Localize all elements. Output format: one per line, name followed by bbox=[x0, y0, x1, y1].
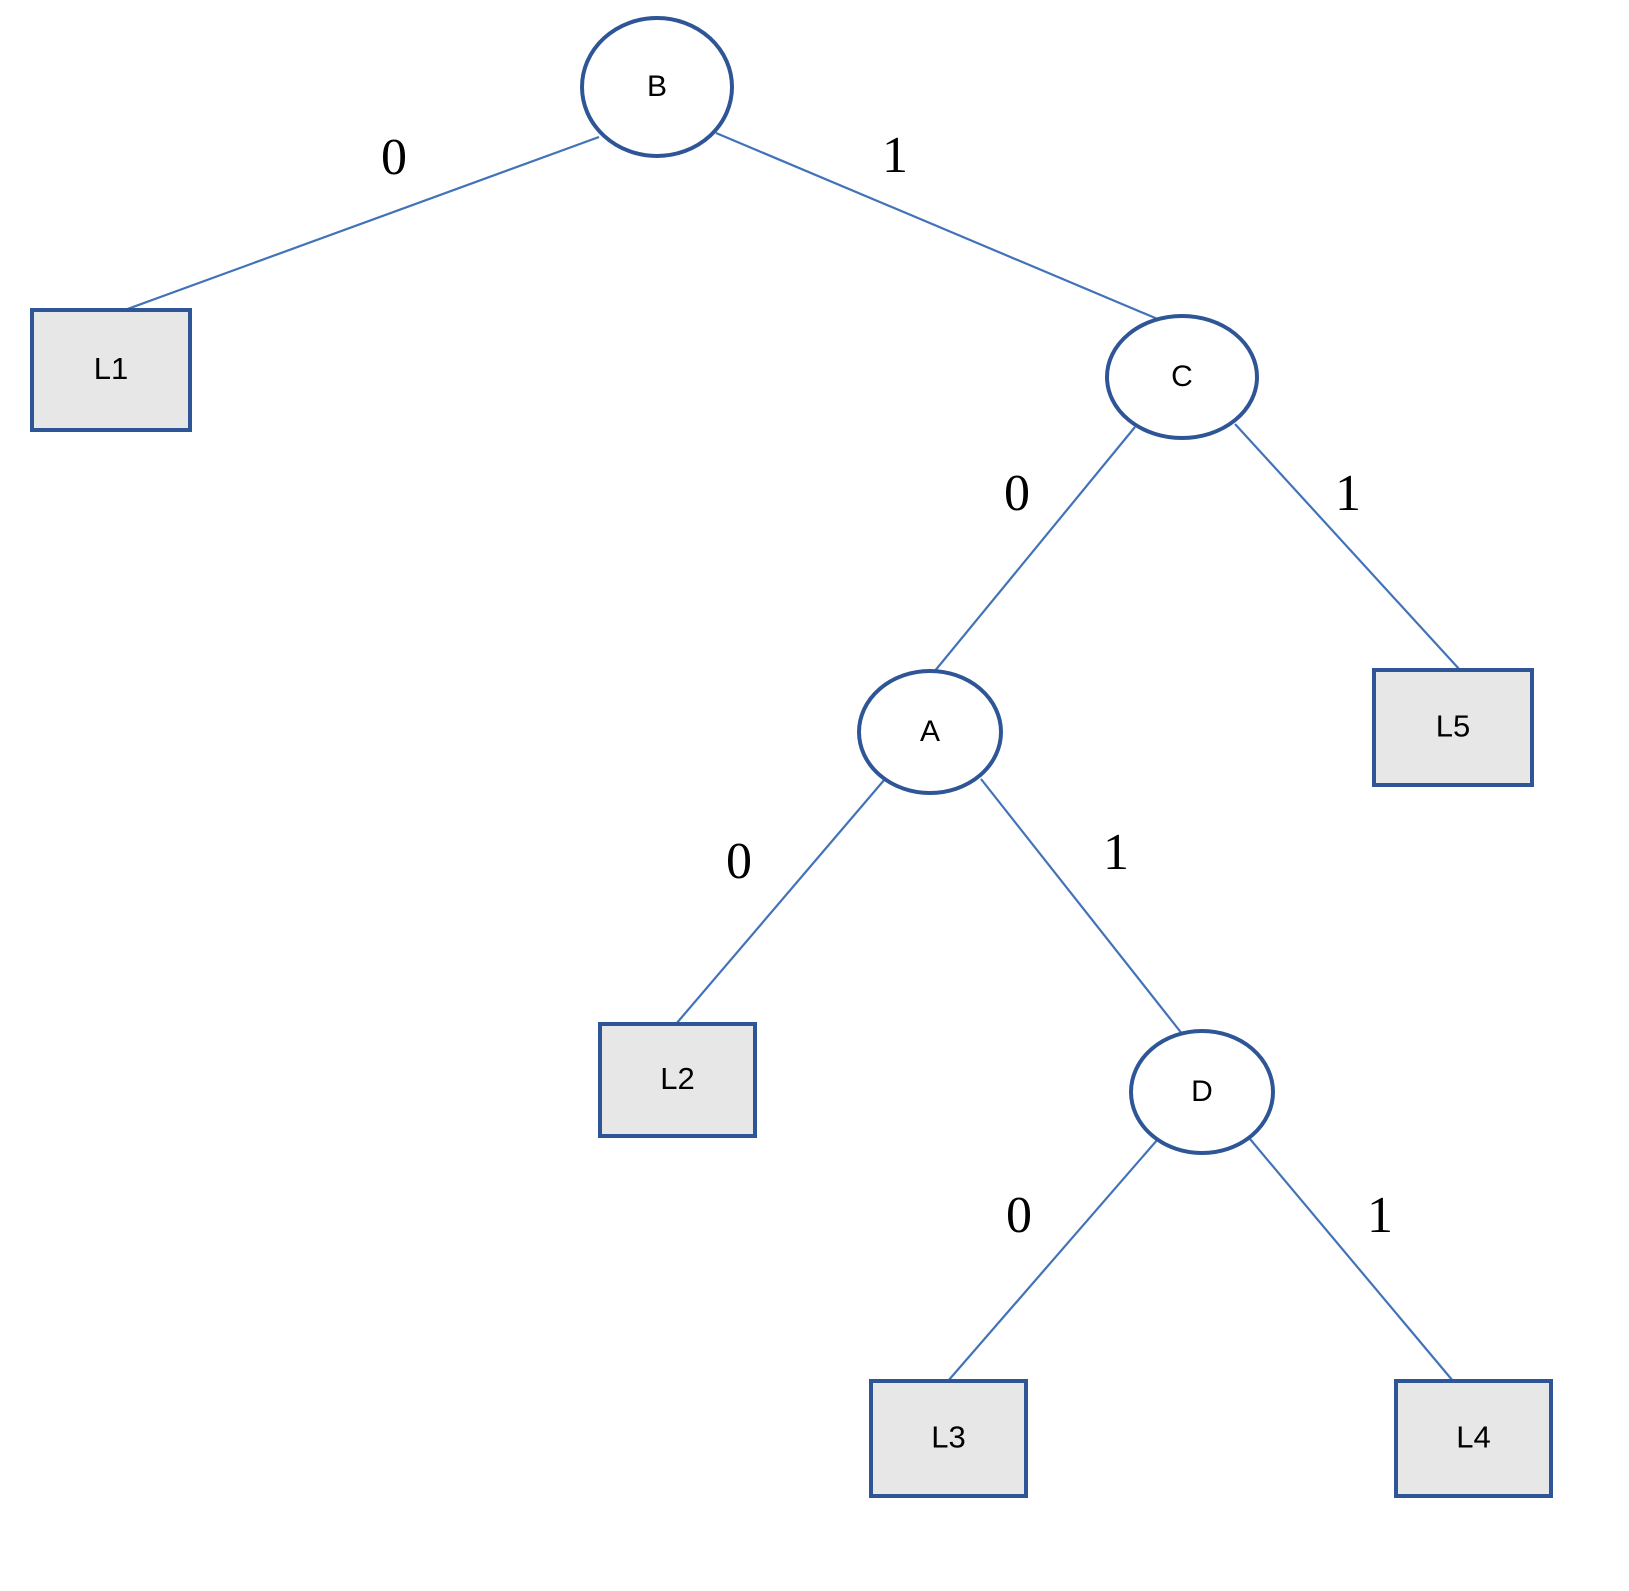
edges-layer bbox=[121, 131, 1461, 1382]
tree-edge-c-0-a bbox=[933, 426, 1136, 673]
edge-label-d-1-l4: 1 bbox=[1367, 1187, 1393, 1244]
leaf-node-label-l5: L5 bbox=[1436, 709, 1470, 744]
leaf-node-l5[interactable] bbox=[1372, 668, 1534, 787]
decision-node-label-c: C bbox=[1171, 360, 1193, 393]
tree-edge-d-0-l3 bbox=[947, 1138, 1159, 1382]
edge-label-b-1-c: 1 bbox=[882, 127, 908, 184]
tree-edge-a-0-l2 bbox=[675, 778, 886, 1025]
decision-node-a[interactable] bbox=[857, 669, 1003, 795]
edge-label-d-0-l3: 0 bbox=[1006, 1187, 1032, 1244]
decision-nodes-layer: B C A D bbox=[580, 16, 1275, 1155]
leaf-node-l4[interactable] bbox=[1394, 1379, 1553, 1498]
tree-edge-a-1-d bbox=[980, 778, 1184, 1036]
edge-label-a-0-l2: 0 bbox=[726, 833, 752, 890]
edge-labels-layer: 0 1 0 1 0 1 0 1 bbox=[381, 127, 1393, 1244]
decision-node-b[interactable] bbox=[580, 16, 734, 158]
decision-node-label-a: A bbox=[920, 715, 940, 748]
leaf-node-label-l2: L2 bbox=[660, 1061, 694, 1096]
tree-edge-c-1-l5 bbox=[1234, 423, 1461, 671]
tree-edge-b-1-c bbox=[715, 131, 1161, 322]
tree-edge-b-0-l1 bbox=[121, 135, 600, 313]
edge-label-c-1-l5: 1 bbox=[1335, 465, 1361, 522]
edge-label-c-0-a: 0 bbox=[1004, 465, 1030, 522]
leaf-node-label-l3: L3 bbox=[931, 1420, 965, 1455]
decision-node-d[interactable] bbox=[1129, 1029, 1275, 1155]
leaf-node-l2[interactable] bbox=[598, 1022, 757, 1138]
leaf-node-l3[interactable] bbox=[869, 1379, 1028, 1498]
leaf-node-label-l1: L1 bbox=[94, 351, 128, 386]
tree-edge-d-1-l4 bbox=[1249, 1138, 1454, 1382]
decision-node-label-b: B bbox=[647, 70, 667, 103]
decision-node-label-d: D bbox=[1191, 1075, 1213, 1108]
decision-node-c[interactable] bbox=[1105, 314, 1259, 440]
edge-label-a-1-d: 1 bbox=[1103, 824, 1129, 881]
edge-label-b-0-l1: 0 bbox=[381, 129, 407, 186]
leaf-node-l1[interactable] bbox=[30, 308, 192, 432]
leaf-node-label-l4: L4 bbox=[1456, 1420, 1490, 1455]
